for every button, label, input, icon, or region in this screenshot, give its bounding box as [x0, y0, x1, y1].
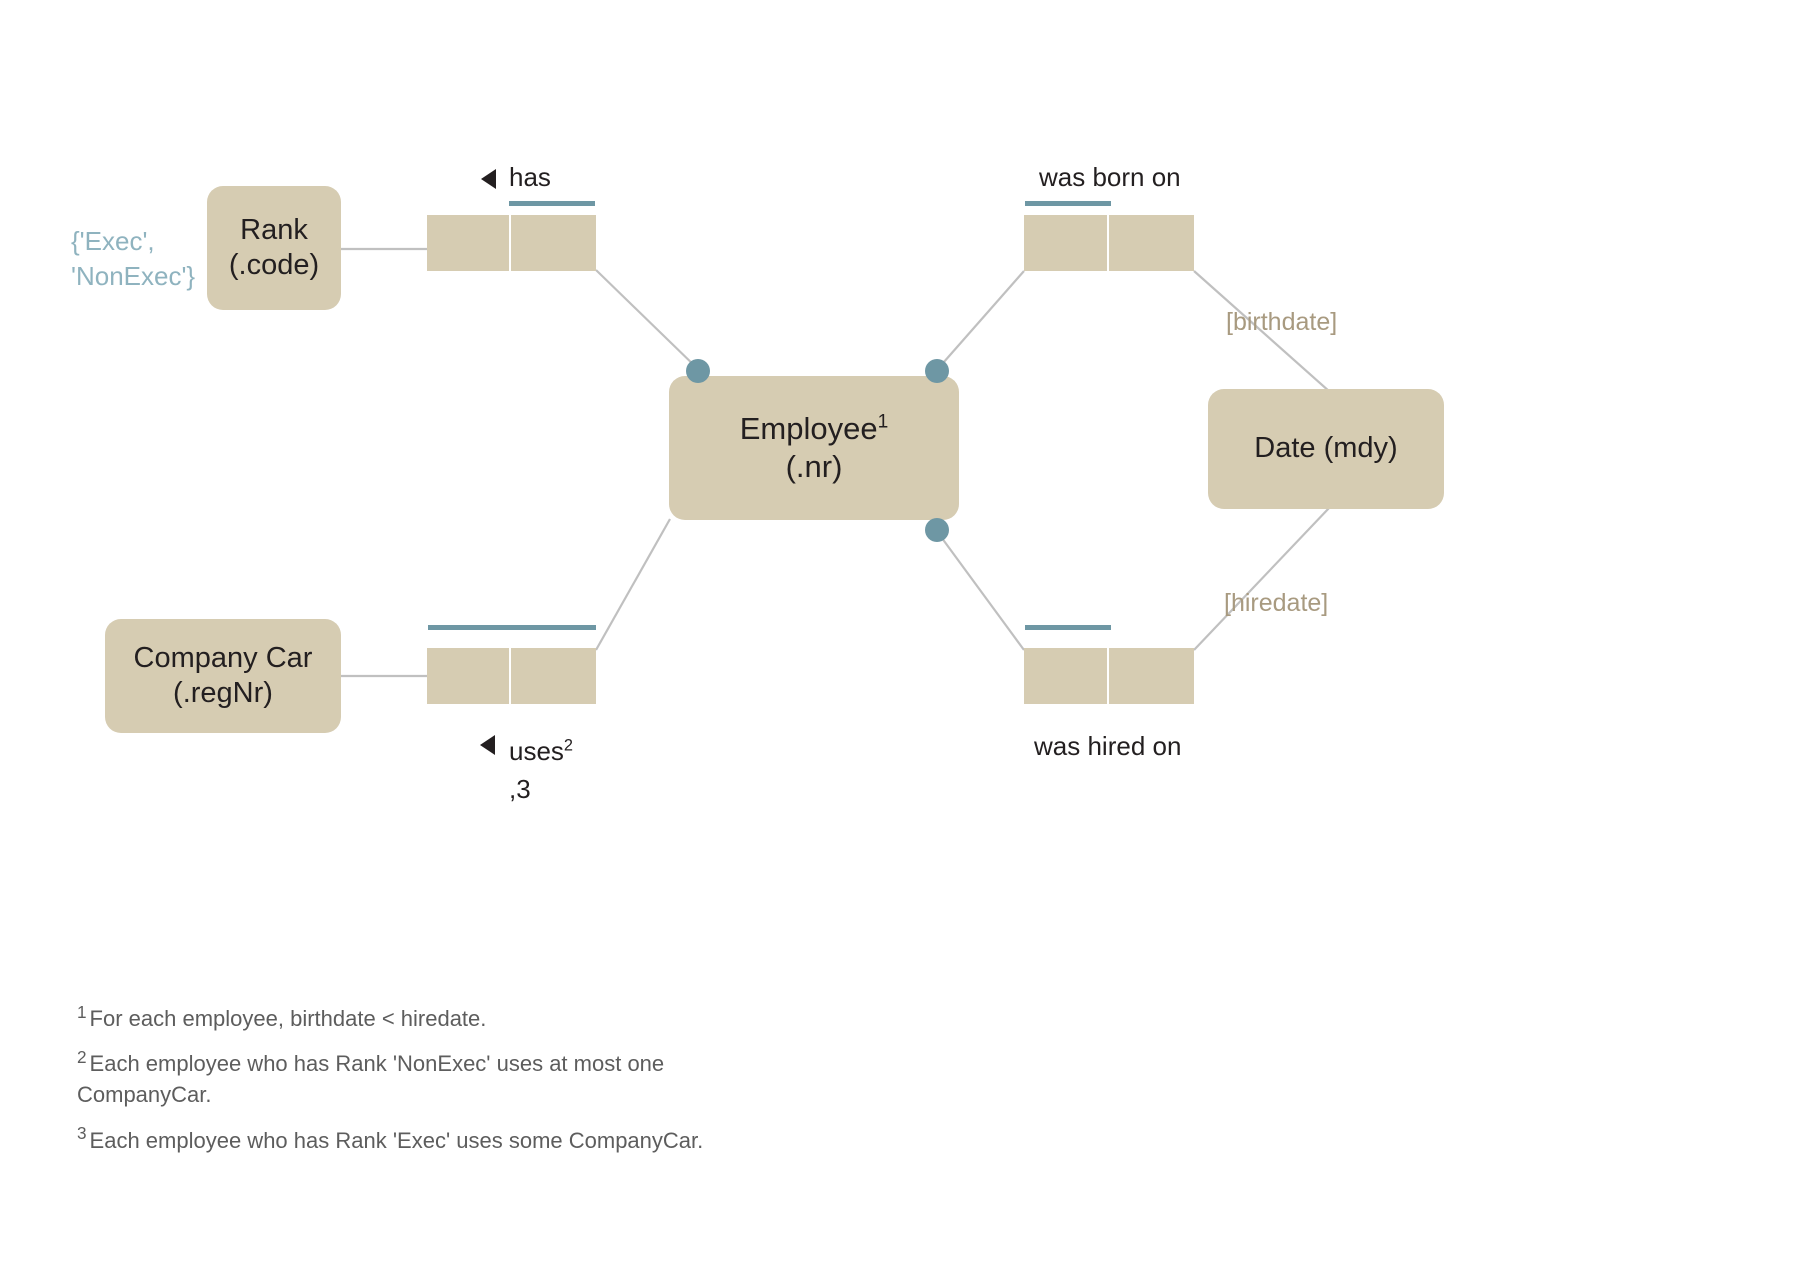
- entity-employee-superscript: 1: [877, 411, 889, 433]
- reading-uses-superscript: 2: [563, 736, 574, 755]
- footnote-2-text: Each employee who has Rank 'NonExec' use…: [77, 1051, 665, 1108]
- reading-has: has: [509, 162, 551, 193]
- entity-employee[interactable]: Employee1 (.nr): [669, 376, 959, 520]
- facttype-uses-role-1[interactable]: [427, 648, 511, 704]
- facttype-was-hired-on[interactable]: [1024, 648, 1194, 704]
- mandatory-dot-employee-hired: [925, 518, 949, 542]
- reading-was-hired-on-text: was hired on: [1034, 731, 1182, 761]
- reading-has-text: has: [509, 162, 551, 192]
- line-date-washiredon: [1193, 506, 1331, 651]
- line-employee-uses: [595, 518, 671, 651]
- reading-uses-suffix: ,3: [509, 773, 531, 804]
- entity-date[interactable]: Date (mdy): [1208, 389, 1444, 509]
- arrow-left-icon-uses: [480, 735, 495, 755]
- entity-employee-refmode: (.nr): [785, 449, 843, 484]
- arrow-left-icon-has: [481, 169, 496, 189]
- entity-rank-refmode: (.code): [228, 249, 320, 281]
- uniqueness-bar-was-hired-on: [1025, 625, 1111, 630]
- entity-rank[interactable]: Rank (.code): [207, 186, 341, 310]
- entity-company-car-refmode: (.regNr): [173, 677, 273, 709]
- facttype-uses[interactable]: [427, 648, 596, 704]
- entity-employee-name-text: Employee: [739, 411, 878, 447]
- entity-employee-name: Employee1: [740, 410, 889, 448]
- facttype-was-hired-on-role-1[interactable]: [1024, 648, 1109, 704]
- entity-rank-name: Rank: [240, 213, 308, 246]
- role-name-birthdate: [birthdate]: [1226, 308, 1338, 336]
- line-has-employee: [595, 269, 701, 372]
- value-constraint-line-1: {'Exec',: [71, 226, 155, 256]
- uniqueness-bar-was-born-on: [1025, 201, 1111, 206]
- footnote-3-text: Each employee who has Rank 'Exec' uses s…: [89, 1127, 704, 1153]
- facttype-uses-role-2[interactable]: [511, 648, 596, 704]
- mandatory-dot-employee-born: [925, 359, 949, 383]
- value-constraint-rank: {'Exec', 'NonExec'}: [71, 224, 195, 294]
- reading-uses-text: uses: [509, 736, 564, 766]
- facttype-has-role-1[interactable]: [427, 215, 511, 271]
- footnote-1-number: 1: [77, 1001, 87, 1022]
- footnote-3-number: 3: [77, 1123, 87, 1144]
- footnote-2-number: 2: [77, 1046, 87, 1067]
- entity-company-car[interactable]: Company Car (.regNr): [105, 619, 341, 733]
- entity-date-name: Date (mdy): [1254, 432, 1398, 465]
- reading-uses: uses2 ,3: [509, 733, 629, 808]
- facttype-has-role-2[interactable]: [511, 215, 596, 271]
- role-name-hiredate: [hiredate]: [1224, 589, 1329, 617]
- entity-company-car-name: Company Car: [133, 641, 313, 674]
- mandatory-dot-employee-has: [686, 359, 710, 383]
- facttype-was-born-on[interactable]: [1024, 215, 1194, 271]
- value-constraint-line-2: 'NonExec'}: [71, 260, 196, 291]
- footnote-1-text: For each employee, birthdate < hiredate.: [89, 1006, 487, 1031]
- facttype-has[interactable]: [427, 215, 596, 271]
- line-employee-wasbornon: [935, 270, 1025, 372]
- facttype-was-born-on-role-1[interactable]: [1024, 215, 1109, 271]
- reading-was-hired-on: was hired on: [1034, 731, 1181, 762]
- reading-was-born-on: was born on: [1039, 162, 1181, 193]
- facttype-was-hired-on-role-2[interactable]: [1109, 648, 1194, 704]
- uniqueness-bar-uses: [428, 625, 596, 630]
- facttype-was-born-on-role-2[interactable]: [1109, 215, 1194, 271]
- line-washiredon-employee: [935, 529, 1025, 651]
- uniqueness-bar-has: [509, 201, 595, 206]
- reading-was-born-on-text: was born on: [1039, 162, 1181, 192]
